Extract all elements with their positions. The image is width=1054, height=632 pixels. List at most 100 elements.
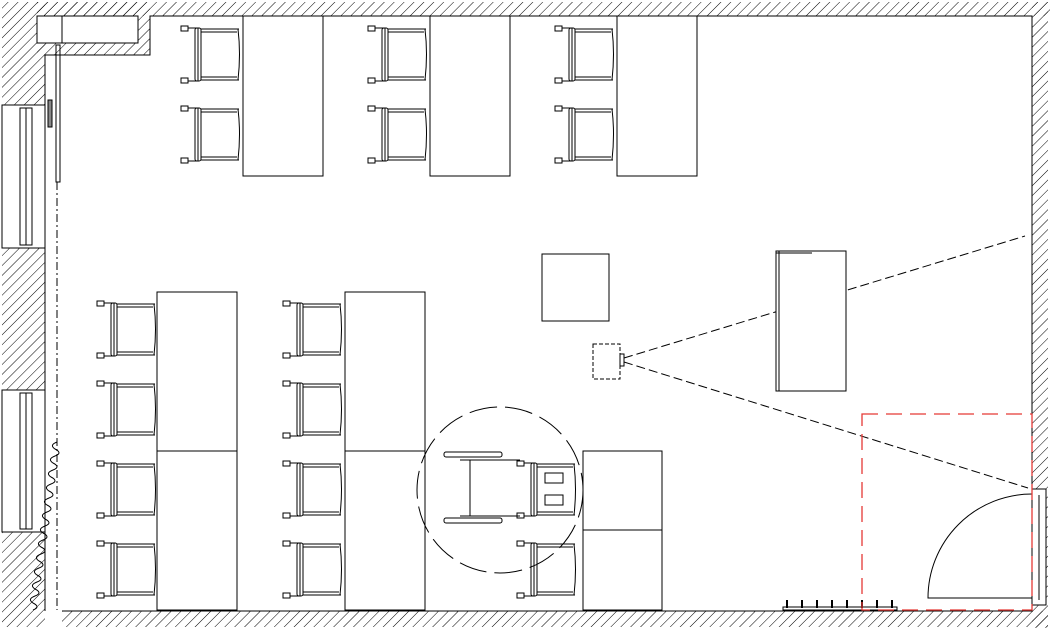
projector-icon (592, 343, 621, 380)
table (429, 15, 511, 177)
chair-back (568, 27, 576, 82)
table (541, 253, 610, 322)
chair-frame (290, 542, 301, 597)
table (616, 15, 698, 177)
chair-back (296, 462, 304, 517)
table (156, 450, 238, 611)
chair-front (573, 543, 576, 596)
chair-back (194, 107, 202, 162)
chair-front (237, 28, 240, 81)
door-handle-icon (47, 99, 53, 128)
wall-niche (36, 15, 63, 44)
radiator-fin (876, 600, 878, 608)
wall-hatch (1032, 2, 1048, 628)
radiator-fin (801, 600, 803, 608)
wall-hatch (2, 532, 45, 627)
chair-front (424, 28, 427, 81)
chair-back (110, 302, 118, 357)
wheelchair-icon (443, 451, 564, 524)
chair-frame (375, 107, 386, 162)
door-clearance-zone (861, 413, 1033, 611)
chair-front (153, 383, 156, 436)
chair-back (110, 382, 118, 437)
chair-back (296, 382, 304, 437)
chair-back (530, 542, 538, 597)
chair (554, 25, 614, 84)
radiator-fin (891, 600, 893, 608)
chair-front (611, 108, 614, 161)
chair-frame (290, 462, 301, 517)
wheelchair-wheel (443, 451, 503, 458)
table (344, 450, 426, 611)
wall-hatch (2, 248, 45, 390)
chair-frame (375, 27, 386, 82)
chair (554, 105, 614, 164)
chair-frame (104, 382, 115, 437)
table (242, 15, 324, 177)
chair-back (530, 462, 538, 517)
chair-frame (524, 542, 535, 597)
chair (96, 460, 156, 519)
window (1, 389, 46, 533)
chair-frame (188, 27, 199, 82)
table (344, 291, 426, 452)
chair-front (339, 303, 342, 356)
chair-back (110, 462, 118, 517)
radiator (782, 606, 898, 611)
wheelchair-wheel (443, 517, 503, 524)
radiator-fin (831, 600, 833, 608)
chair (282, 300, 342, 359)
chair-frame (524, 462, 535, 517)
chair-frame (290, 382, 301, 437)
door-swing-arc (927, 493, 1033, 599)
chair-back (296, 302, 304, 357)
chair (367, 25, 427, 84)
chair-front (153, 303, 156, 356)
chair-front (573, 463, 576, 516)
wall-hatch (37, 2, 1050, 16)
curtain (29, 441, 60, 611)
projector-lens (619, 353, 625, 367)
inner-wall-outline (44, 15, 1033, 612)
radiator-fin (816, 600, 818, 608)
furniture (96, 15, 1033, 611)
chair-frame (104, 542, 115, 597)
projection-screen (775, 250, 847, 392)
chair (96, 300, 156, 359)
chair (96, 540, 156, 599)
wheelchair-frame (460, 459, 520, 517)
chair (367, 105, 427, 164)
sliding-door (55, 44, 61, 183)
wall-niche (61, 15, 139, 44)
chair-front (611, 28, 614, 81)
chair (96, 380, 156, 439)
chair (282, 460, 342, 519)
chair (282, 380, 342, 439)
chair-back (568, 107, 576, 162)
table (582, 529, 663, 611)
table (582, 450, 663, 531)
wheelchair-turning-circle (416, 406, 584, 574)
chair-frame (562, 27, 573, 82)
table (156, 291, 238, 452)
chair-front (237, 108, 240, 161)
chair-back (110, 542, 118, 597)
chair-back (296, 542, 304, 597)
window (1, 104, 46, 249)
chair (180, 25, 240, 84)
radiator-fin (846, 600, 848, 608)
chair-front (153, 543, 156, 596)
wheelchair-seat-pad (544, 472, 564, 484)
chair-frame (188, 107, 199, 162)
chair-frame (104, 302, 115, 357)
chair (516, 460, 576, 519)
projection-beam (623, 361, 1029, 489)
chair-back (381, 107, 389, 162)
chair (516, 540, 576, 599)
chair-front (339, 463, 342, 516)
chair-back (381, 27, 389, 82)
radiator-fin (786, 600, 788, 608)
chair-frame (562, 107, 573, 162)
chair-front (339, 383, 342, 436)
